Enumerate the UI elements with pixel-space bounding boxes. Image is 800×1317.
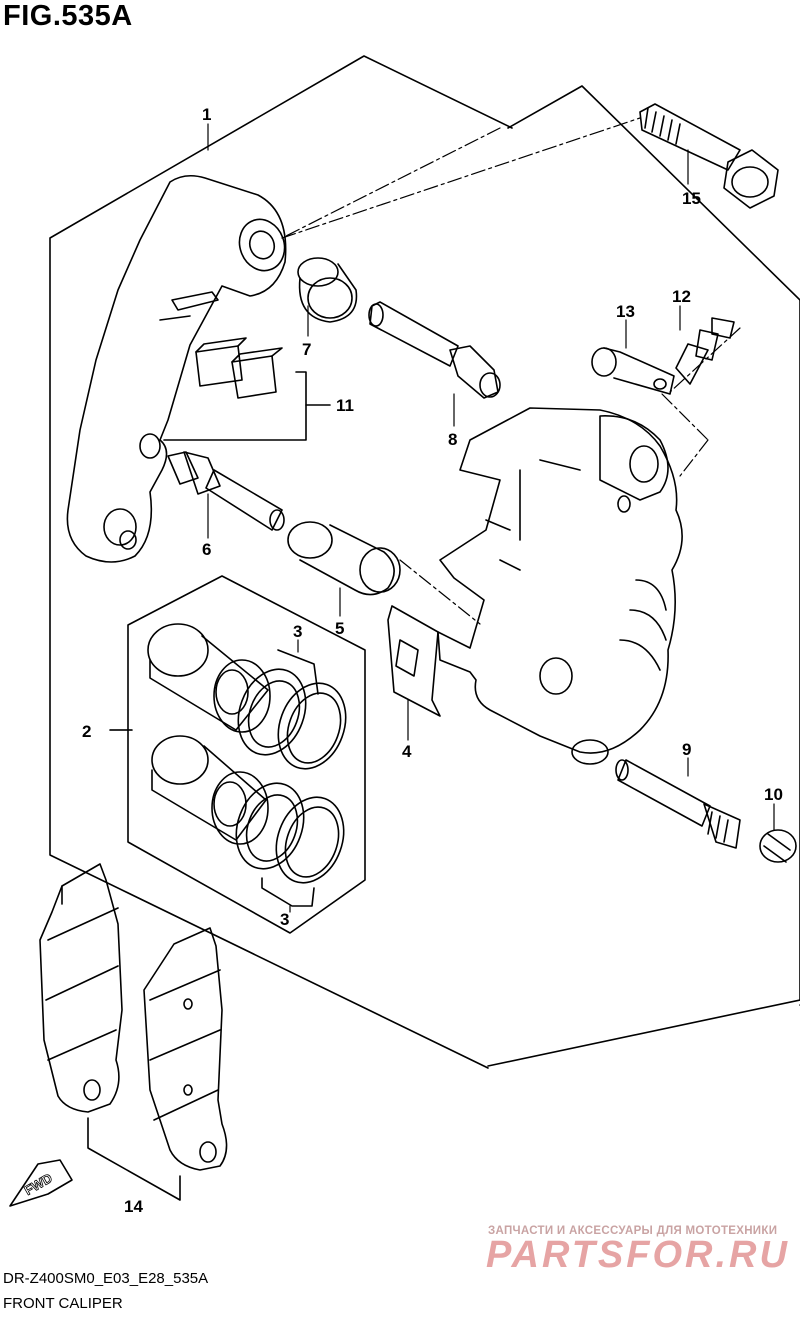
bleeder-12 [675,317,735,385]
callout-7: 7 [302,340,311,359]
callout-1: 1 [202,105,211,124]
callout-13: 13 [616,302,635,321]
brake-pad-right [143,927,228,1171]
callout-11: 11 [336,396,354,415]
callout-3-lower: 3 [280,910,289,929]
seals-upper [237,649,347,770]
callout-6: 6 [202,540,211,559]
piston-upper [147,623,271,733]
pin-9 [615,759,741,849]
boot-5 [287,521,401,596]
callout-14: 14 [124,1197,143,1216]
pin-6 [167,451,285,531]
cap-13 [591,347,675,395]
figure-code: DR-Z400SM0_E03_E28_535A [3,1270,209,1287]
fwd-label: FWD [22,1170,55,1198]
assembly-frame [49,55,800,1069]
shim-11 [195,337,283,399]
caliper-bracket [66,174,287,563]
caliper-body [437,407,683,765]
pin-8 [368,301,501,399]
seals-lower [235,782,345,907]
boot-7 [297,257,358,323]
fwd-arrow-icon [9,1159,73,1207]
alignment-lines [281,117,741,625]
brake-pad-left [39,863,123,1113]
callout-10: 10 [764,785,783,804]
callout-3-upper: 3 [293,622,302,641]
callout-4: 4 [402,742,412,761]
piston-lower [151,735,269,845]
callout-9: 9 [682,740,691,759]
leader-11 [163,371,307,441]
cap-10 [759,829,797,863]
callout-2: 2 [82,722,91,741]
callout-5: 5 [335,619,344,638]
figure-title: FIG.535A [3,0,133,32]
callout-12: 12 [672,287,691,306]
leader-14 [87,1117,181,1201]
bolt-15 [639,103,779,209]
piston-subframe [127,575,366,934]
callout-8: 8 [448,430,457,449]
leader-lines [109,123,775,913]
callout-15: 15 [682,189,701,208]
watermark-brand: PARTSFOR.RU [486,1234,790,1276]
pad-spring-4 [387,605,441,717]
watermark-tagline: ЗАПЧАСТИ И АКСЕССУАРЫ ДЛЯ МОТОТЕХНИКИ [488,1225,778,1237]
figure-name: FRONT CALIPER [3,1295,123,1312]
